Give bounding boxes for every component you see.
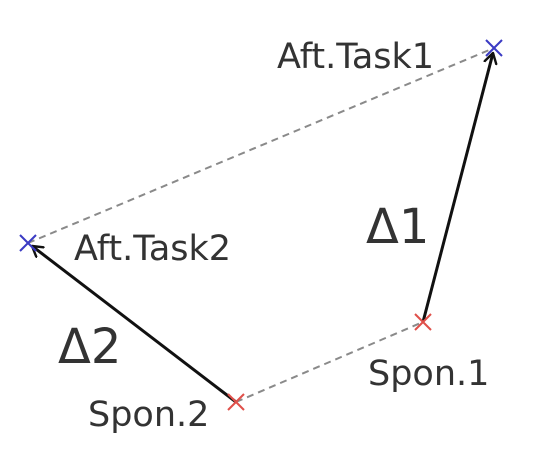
dashed-link-spon [235, 321, 424, 403]
delta1-arrow [421, 53, 493, 323]
delta2-label: Δ2 [58, 319, 121, 375]
aft-task1-label: Aft.Task1 [277, 37, 434, 77]
delta2-arrow [32, 246, 237, 404]
spon1-label: Spon.1 [368, 354, 489, 394]
delta1-label: Δ1 [366, 199, 429, 255]
dashed-link-tasks [27, 47, 495, 244]
spon2-label: Spon.2 [88, 395, 209, 435]
aft-task1-marker [485, 39, 503, 57]
spon2-marker [227, 393, 245, 411]
aft-task2-label: Aft.Task2 [74, 229, 231, 269]
spon1-marker [414, 313, 432, 331]
aft-task2-marker [19, 234, 37, 252]
